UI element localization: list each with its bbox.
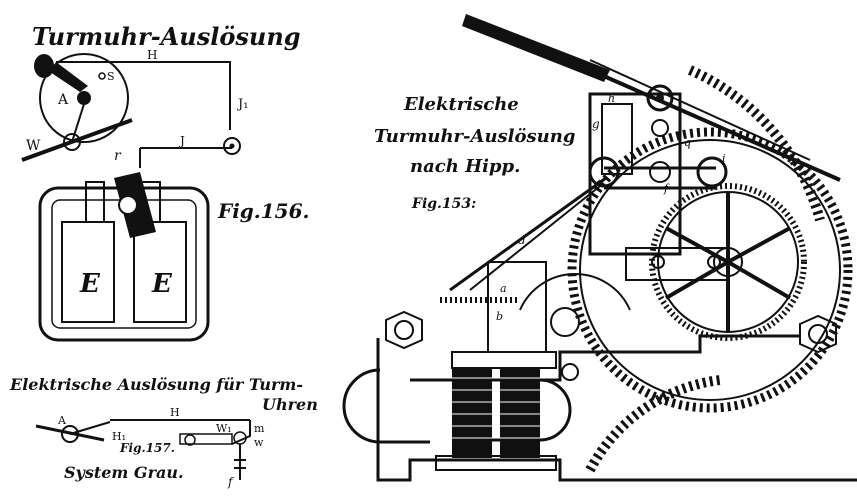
label-e-left: E [79, 269, 101, 299]
coil-left-153 [452, 368, 492, 458]
pivot-a-157 [61, 425, 79, 443]
pin-s [98, 72, 106, 80]
fig157-title-line2: Uhren [262, 395, 318, 414]
pivot-i [696, 156, 728, 188]
fig153-caption: Fig.153: [411, 196, 476, 212]
magnet-housing-inner [51, 199, 197, 329]
clock-wheel [39, 53, 129, 143]
wheel-axle [77, 91, 91, 105]
label-m-157: m [254, 422, 265, 435]
figure-157: Elektrische Auslösung für Turm- Uhren Sy… [9, 375, 318, 489]
rod-d [449, 176, 607, 292]
pivot-q [651, 119, 669, 137]
lever-cap [34, 54, 54, 78]
fig153-title-line3: nach Hipp. [410, 156, 520, 177]
lever-w1 [179, 433, 233, 445]
fig153-title-line2: Turmuhr-Auslösung [374, 126, 575, 147]
pivot-j1-center [229, 143, 235, 149]
label-j: J [178, 134, 185, 148]
lever-w [21, 118, 133, 162]
lower-pivot [550, 307, 580, 337]
pivot-h [646, 84, 674, 112]
label-c-153: c [596, 176, 602, 189]
label-s: S [107, 70, 115, 83]
fig156-caption: Fig.156. [217, 199, 309, 223]
label-b-153: b [496, 310, 503, 323]
label-w: W [26, 138, 41, 154]
label-q-153: q [684, 136, 691, 149]
crossbar [625, 247, 729, 281]
magnet-frame [487, 261, 547, 353]
bolt-left [385, 310, 423, 350]
fig157-caption: Fig.157. [119, 441, 175, 455]
label-f-153: f [663, 182, 670, 195]
label-w-157: w [254, 436, 264, 449]
label-j1: J₁ [236, 97, 248, 112]
top-bar [462, 14, 610, 82]
label-e-right: E [151, 269, 173, 299]
label-h1-157: H₁ [112, 430, 126, 443]
link-a-157 [69, 421, 111, 435]
pivot-w [63, 133, 81, 151]
label-i-153: i [722, 152, 726, 165]
label-g-153: g [592, 117, 600, 131]
pole-left [85, 181, 105, 223]
magnet-base [435, 455, 557, 471]
pivot-w1 [184, 434, 196, 446]
fig157-title-line3: System Grau. [64, 463, 184, 482]
label-h-157: H [170, 406, 180, 419]
pivot-c [588, 156, 620, 188]
fig156-title: Turmuhr-Auslösung [32, 22, 301, 51]
label-a: A [57, 92, 69, 108]
bolt-right [799, 314, 837, 354]
label-a-153: a [500, 282, 507, 295]
label-a-157: A [57, 414, 67, 427]
pipe-loop [342, 368, 430, 444]
armature-pivot [118, 195, 138, 215]
figure-153: Elektrische Turmuhr-Auslösung nach Hipp.… [342, 14, 857, 482]
label-h: H [147, 48, 157, 62]
label-w1-157: W₁ [216, 422, 232, 435]
long-lever [539, 46, 841, 182]
figure-156: Turmuhr-Auslösung A S H J₁ J W r [21, 22, 309, 342]
toothed-wheel-rim [579, 139, 841, 401]
pivot-f [649, 161, 671, 183]
rod-h [56, 61, 231, 130]
spoked-wheel-teeth [649, 183, 807, 341]
link-w-wheel [71, 103, 85, 143]
label-r: r [114, 148, 122, 164]
label-h-153: h [608, 92, 615, 105]
toothed-wheel-teeth [567, 127, 853, 413]
label-f-157: f [227, 475, 235, 489]
fig153-title-line1: Elektrische [403, 94, 519, 115]
base-frame [376, 338, 857, 482]
fig157-title-line1: Elektrische Auslösung für Turm- [9, 375, 303, 394]
frame-panel-g [601, 103, 633, 175]
coil-right-153 [500, 368, 540, 458]
rod-h-end-157 [231, 420, 251, 445]
wheel-lever [50, 62, 88, 92]
magnet-base-top [451, 351, 557, 369]
label-d-153: d [518, 233, 526, 247]
pivot-j1 [223, 137, 241, 155]
